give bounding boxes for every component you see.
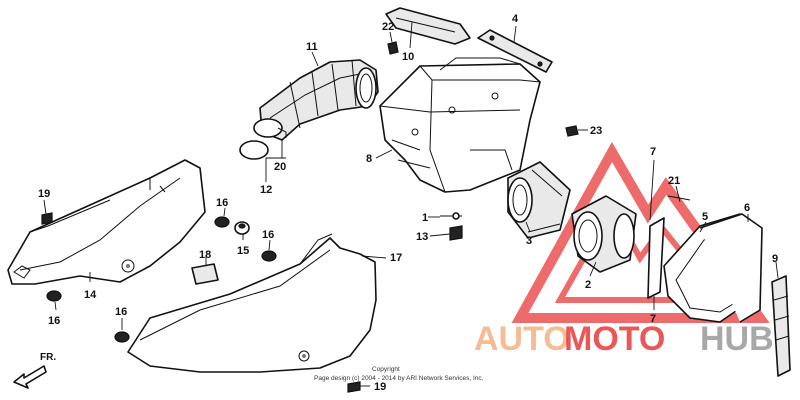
part-label-2: 2	[585, 279, 591, 291]
watermark-auto: AUTO	[474, 320, 570, 358]
direction-label: FR.	[40, 352, 56, 363]
part-label-23: 23	[590, 125, 602, 137]
watermark-hub: HUB	[700, 320, 774, 358]
copyright-line-1: Copyright	[372, 366, 400, 373]
part-label-9: 9	[772, 253, 778, 265]
part-label-7b: 7	[650, 313, 656, 325]
decal-plate	[191, 263, 219, 285]
left-side-cover	[7, 159, 206, 285]
part-label-16-d: 16	[115, 306, 127, 318]
part-label-7a: 7	[650, 146, 656, 158]
cleaner-cover	[663, 213, 763, 323]
part-number-labels: 1 2 3 4 5 6 7 7 8 9 10 11 12 13 14 15 16…	[38, 13, 778, 393]
part-label-4: 4	[512, 13, 519, 25]
part-label-3: 3	[526, 235, 532, 247]
part-label-22: 22	[382, 21, 394, 33]
part-label-11: 11	[306, 41, 318, 53]
part-label-13: 13	[416, 231, 428, 243]
part-label-10: 10	[402, 51, 414, 63]
part-label-15: 15	[237, 245, 249, 257]
filter-element	[507, 161, 571, 239]
part-label-12: 12	[260, 184, 272, 196]
part-label-16-a: 16	[216, 197, 228, 209]
hardware	[41, 41, 691, 393]
copyright-line-2: Page design (c) 2004 - 2014 by ARI Netwo…	[314, 375, 484, 382]
watermark-text: AUTO MOTO HUB	[474, 320, 774, 358]
mounting-plate	[477, 29, 553, 73]
part-label-19-a: 19	[38, 188, 50, 200]
part-label-16-c: 16	[48, 315, 60, 327]
leader-lines	[43, 21, 779, 387]
part-label-8: 8	[366, 153, 372, 165]
part-label-5: 5	[702, 211, 708, 223]
part-label-14: 14	[84, 289, 97, 301]
part-label-17: 17	[390, 252, 402, 264]
part-label-21: 21	[668, 175, 680, 187]
copyright-notice: Copyright Page design (c) 2004 - 2014 by…	[314, 366, 484, 382]
air-cleaner-case	[379, 57, 541, 193]
part-label-20: 20	[274, 161, 286, 173]
retaining-strap	[647, 217, 665, 299]
part-label-6: 6	[744, 202, 750, 214]
part-label-1: 1	[422, 212, 428, 224]
top-seal	[385, 7, 471, 45]
right-side-cover	[127, 233, 377, 373]
watermark-moto: MOTO	[564, 320, 665, 358]
hose-clamp	[239, 118, 287, 160]
intake-tube	[259, 59, 379, 141]
breather-tube	[771, 275, 791, 377]
foam-element	[571, 195, 637, 273]
part-label-16-b: 16	[262, 229, 274, 241]
part-label-18: 18	[199, 249, 211, 261]
front-direction-arrow: FR.	[13, 352, 56, 389]
part-label-19-b: 19	[374, 381, 386, 393]
